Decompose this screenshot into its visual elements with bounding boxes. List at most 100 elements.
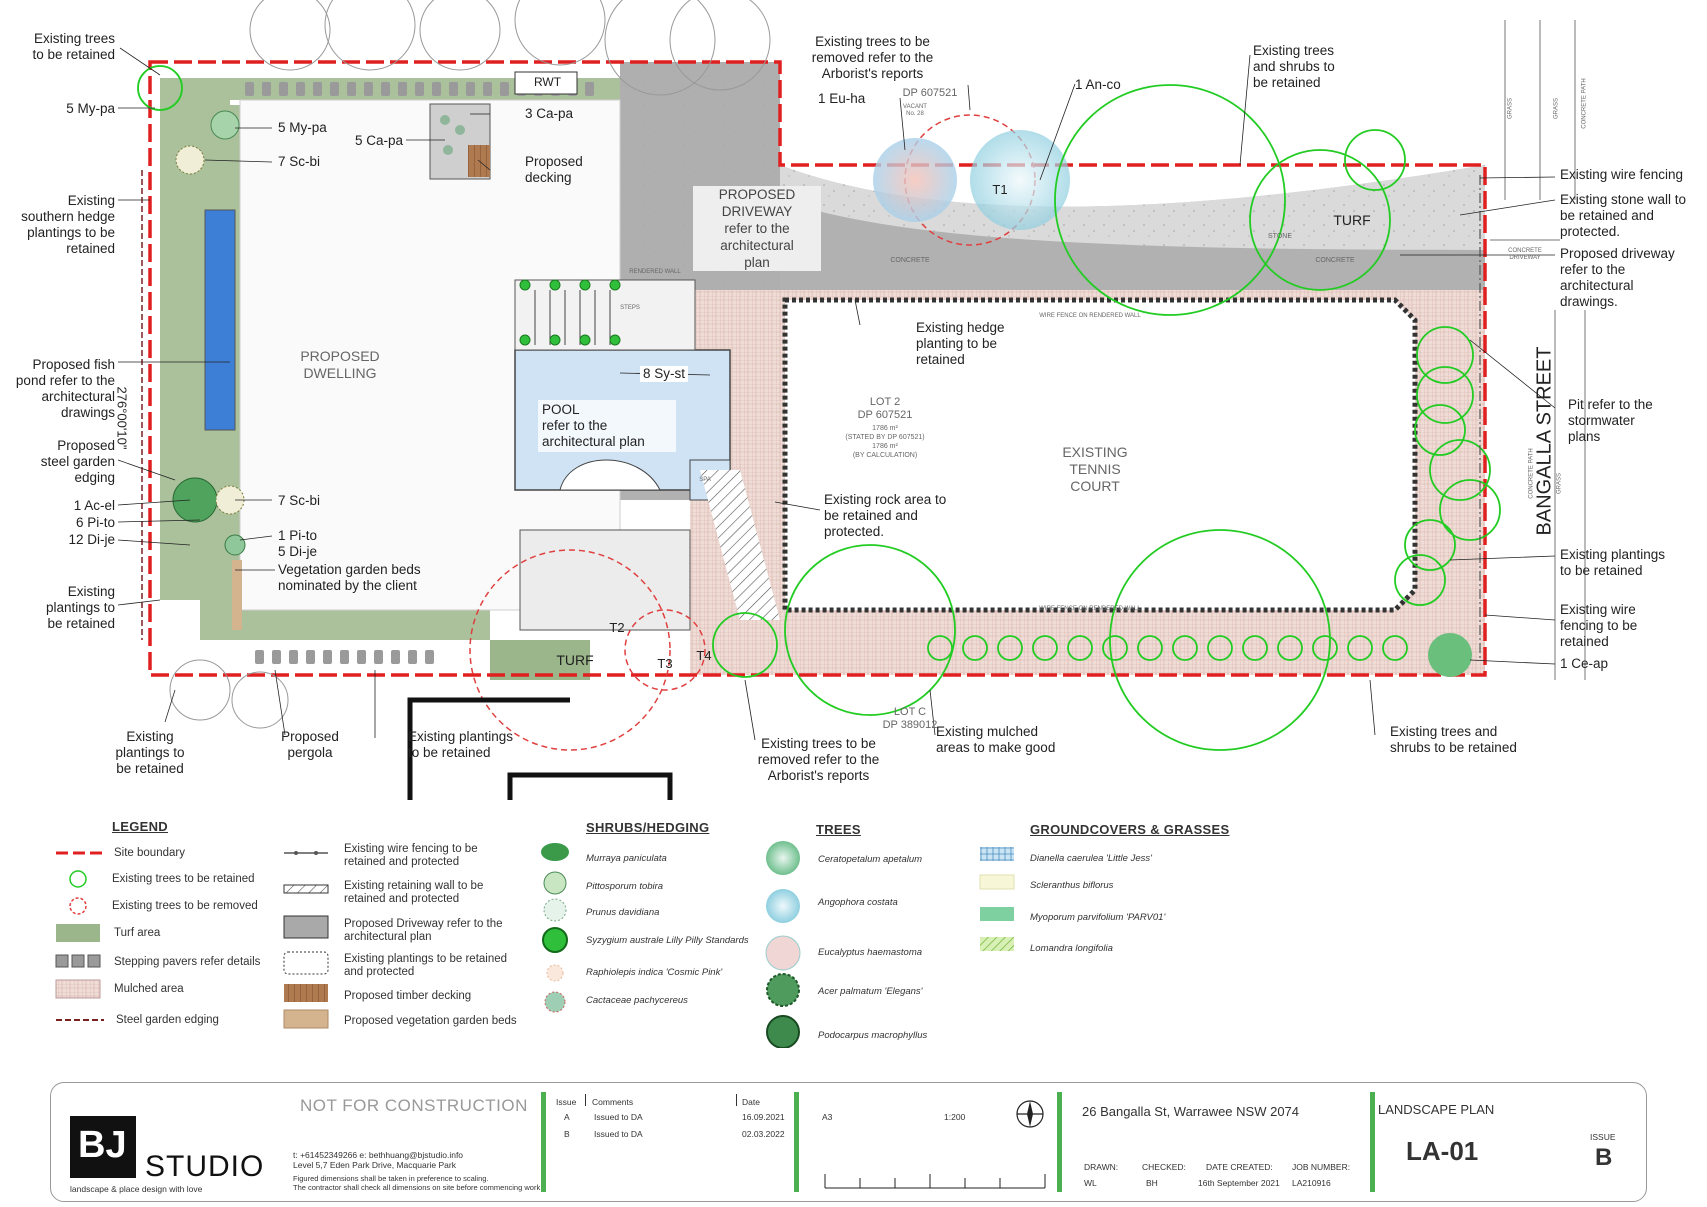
groundcover-item-3: Myoporum parvifolium 'PARV01' [1030, 912, 1166, 923]
legend-item-4: Turf area [114, 927, 161, 939]
sheet-title: LANDSCAPE PLAN [1378, 1102, 1495, 1117]
row-a-issue: A [564, 1112, 570, 1122]
shrub-item-4: Syzygium australe Lilly Pilly Standards [586, 935, 749, 946]
groundcover-item-2: Scleranthus biflorus [1030, 880, 1114, 891]
callout-existing-stone-wall: Existing stone wall to be retained and p… [1560, 192, 1687, 239]
callout-southern-hedge: Existing southern hedge plantings to be … [21, 193, 115, 256]
date-created-value: 16th September 2021 [1198, 1178, 1280, 1188]
tree-item-2: Angophora costata [818, 897, 898, 908]
turf-bottom-label: TURF [556, 652, 594, 668]
shrub-item-1: Murraya paniculata [586, 853, 667, 864]
t2-label: T2 [609, 620, 625, 635]
legend2-item-2: Existing retaining wall to be retained a… [344, 880, 484, 905]
callout-veg-beds-client: Vegetation garden beds nominated by the … [278, 562, 421, 593]
title-block [50, 1082, 1647, 1202]
green-divider-1 [541, 1092, 546, 1192]
logo-text: BJ [78, 1124, 127, 1166]
shrub-item-5: Raphiolepis indica 'Cosmic Pink' [586, 967, 723, 978]
lot2-label: LOT 2 DP 607521 [857, 396, 913, 421]
drawn-header: DRAWN: [1084, 1162, 1119, 1172]
t4-label: T4 [696, 648, 712, 663]
issue-letter: B [1595, 1144, 1613, 1171]
callout-existing-wire-fencing: Existing wire fencing [1560, 167, 1684, 182]
shrubs-title: SHRUBS/HEDGING [586, 820, 710, 835]
tree-item-3: Eucalyptus haemastoma [818, 947, 923, 958]
groundcover-swatches [979, 847, 1015, 951]
t1-label: T1 [992, 182, 1008, 197]
callout-ca-pa-3: 3 Ca-pa [525, 106, 574, 121]
date-created-header: DATE CREATED: [1206, 1162, 1273, 1172]
legend-item-6: Mulched area [114, 983, 184, 995]
street-label: BANGALLA STREET [1533, 346, 1556, 536]
checked-header: CHECKED: [1142, 1162, 1186, 1172]
left-dimension: 276°00'10" [114, 386, 130, 450]
concrete-label-2: CONCRETE [1315, 257, 1355, 264]
legend2-item-1: Existing wire fencing to be retained and… [344, 843, 478, 868]
tree-item-4: Acer palmatum 'Elegans' [818, 986, 923, 997]
shrub-item-2: Pittosporum tobira [586, 881, 664, 892]
tennis-court [782, 297, 1418, 613]
groundcover-item-4: Lomandra longifolia [1030, 943, 1113, 954]
callout-di-je-left: 12 Di-je [68, 532, 115, 547]
callout-trees-shrubs-retained-top: Existing trees and shrubs to be retained [1253, 43, 1335, 90]
groundcover-item-1: Dianella caerulea 'Little Jess' [1030, 853, 1152, 864]
checked-value: BH [1146, 1178, 1158, 1188]
callout-trees-removed-bottom: Existing trees to be removed refer to th… [757, 736, 880, 783]
callout-sc-bi-top: 7 Sc-bi [278, 154, 321, 169]
callout-eu-ha: 1 Eu-ha [818, 91, 866, 106]
legend-swatches-1 [55, 851, 104, 1021]
callout-existing-plantings-bottom-left: Existing plantings to be retained [115, 729, 185, 776]
legend2-item-5: Proposed timber decking [344, 990, 472, 1002]
contact-info: t: +61452349266 e: bethhuang@bjstudio.in… [293, 1150, 464, 1170]
callout-wire-fencing-retained: Existing wire fencing to be retained [1560, 602, 1638, 649]
steps-label: STEPS [620, 305, 640, 311]
sheet-number: LA-01 [1406, 1136, 1479, 1166]
callout-existing-rock-area: Existing rock area to be retained and pr… [824, 492, 947, 539]
concrete-driveway-label: CONCRETE DRIVEWAY [1508, 248, 1542, 261]
callout-existing-mulched: Existing mulched areas to make good [936, 724, 1056, 755]
issue-col-line [585, 1094, 586, 1106]
grass-label-1: GRASS [1507, 98, 1514, 120]
callout-ce-ap: 1 Ce-ap [1560, 656, 1609, 671]
logo-box [70, 1116, 136, 1178]
north-arrow-icon [1016, 1100, 1044, 1128]
legend2-item-6: Proposed vegetation garden beds [344, 1015, 517, 1027]
callout-trees-removed-top: Existing trees to be removed refer to th… [811, 34, 934, 81]
callout-trees-shrubs-bottom: Existing trees and shrubs to be retained [1390, 724, 1517, 755]
row-b-issue: B [564, 1129, 570, 1139]
callout-existing-plantings-right: Existing plantings to be retained [1560, 547, 1666, 578]
dimension-note: Figured dimensions shall be taken in pre… [293, 1174, 543, 1192]
drawn-value: WL [1084, 1178, 1097, 1188]
site-boundary [148, 60, 1487, 677]
comments-header: Comments [592, 1097, 634, 1107]
row-b-date: 02.03.2022 [742, 1129, 785, 1139]
shrub-swatches [541, 843, 569, 1013]
tree-item-5: Podocarpus macrophyllus [818, 1030, 928, 1041]
green-divider-2 [794, 1092, 799, 1192]
legend-title: LEGEND [112, 819, 168, 834]
sy-st-label: 8 Sy-st [640, 366, 689, 382]
spa-label: SPA [699, 477, 711, 483]
legend-item-1: Site boundary [114, 847, 185, 859]
wire-fence-label-1: WIRE FENCE ON RENDERED WALL [1039, 313, 1141, 319]
paper-size: A3 [822, 1112, 833, 1122]
pool-label: POOL refer to the architectural plan [538, 400, 676, 452]
callout-sc-bi-bottom: 7 Sc-bi [278, 493, 321, 508]
rwt-label: RWT [533, 75, 562, 89]
job-header: JOB NUMBER: [1292, 1162, 1351, 1172]
callout-proposed-decking: Proposed decking [525, 154, 583, 185]
green-divider-3 [1057, 1092, 1062, 1192]
callout-pi-to-inner: 1 Pi-to [278, 528, 318, 543]
grass-label-2: GRASS [1553, 98, 1560, 120]
proposed-driveway-label: PROPOSED DRIVEWAY refer to the architect… [693, 186, 821, 271]
date-header: Date [742, 1097, 760, 1107]
trees-title: TREES [816, 822, 861, 837]
shrub-item-6: Cactaceae pachycereus [586, 995, 688, 1006]
legend-item-2: Existing trees to be retained [112, 873, 255, 885]
rwt-tank [514, 71, 578, 95]
legend2-item-4: Existing plantings to be retained and pr… [344, 953, 508, 978]
green-divider-4 [1370, 1092, 1375, 1192]
lot2-area: 1786 m² (STATED BY DP 607521) 1786 m² (B… [845, 425, 925, 459]
row-a-date: 16.09.2021 [742, 1112, 785, 1122]
